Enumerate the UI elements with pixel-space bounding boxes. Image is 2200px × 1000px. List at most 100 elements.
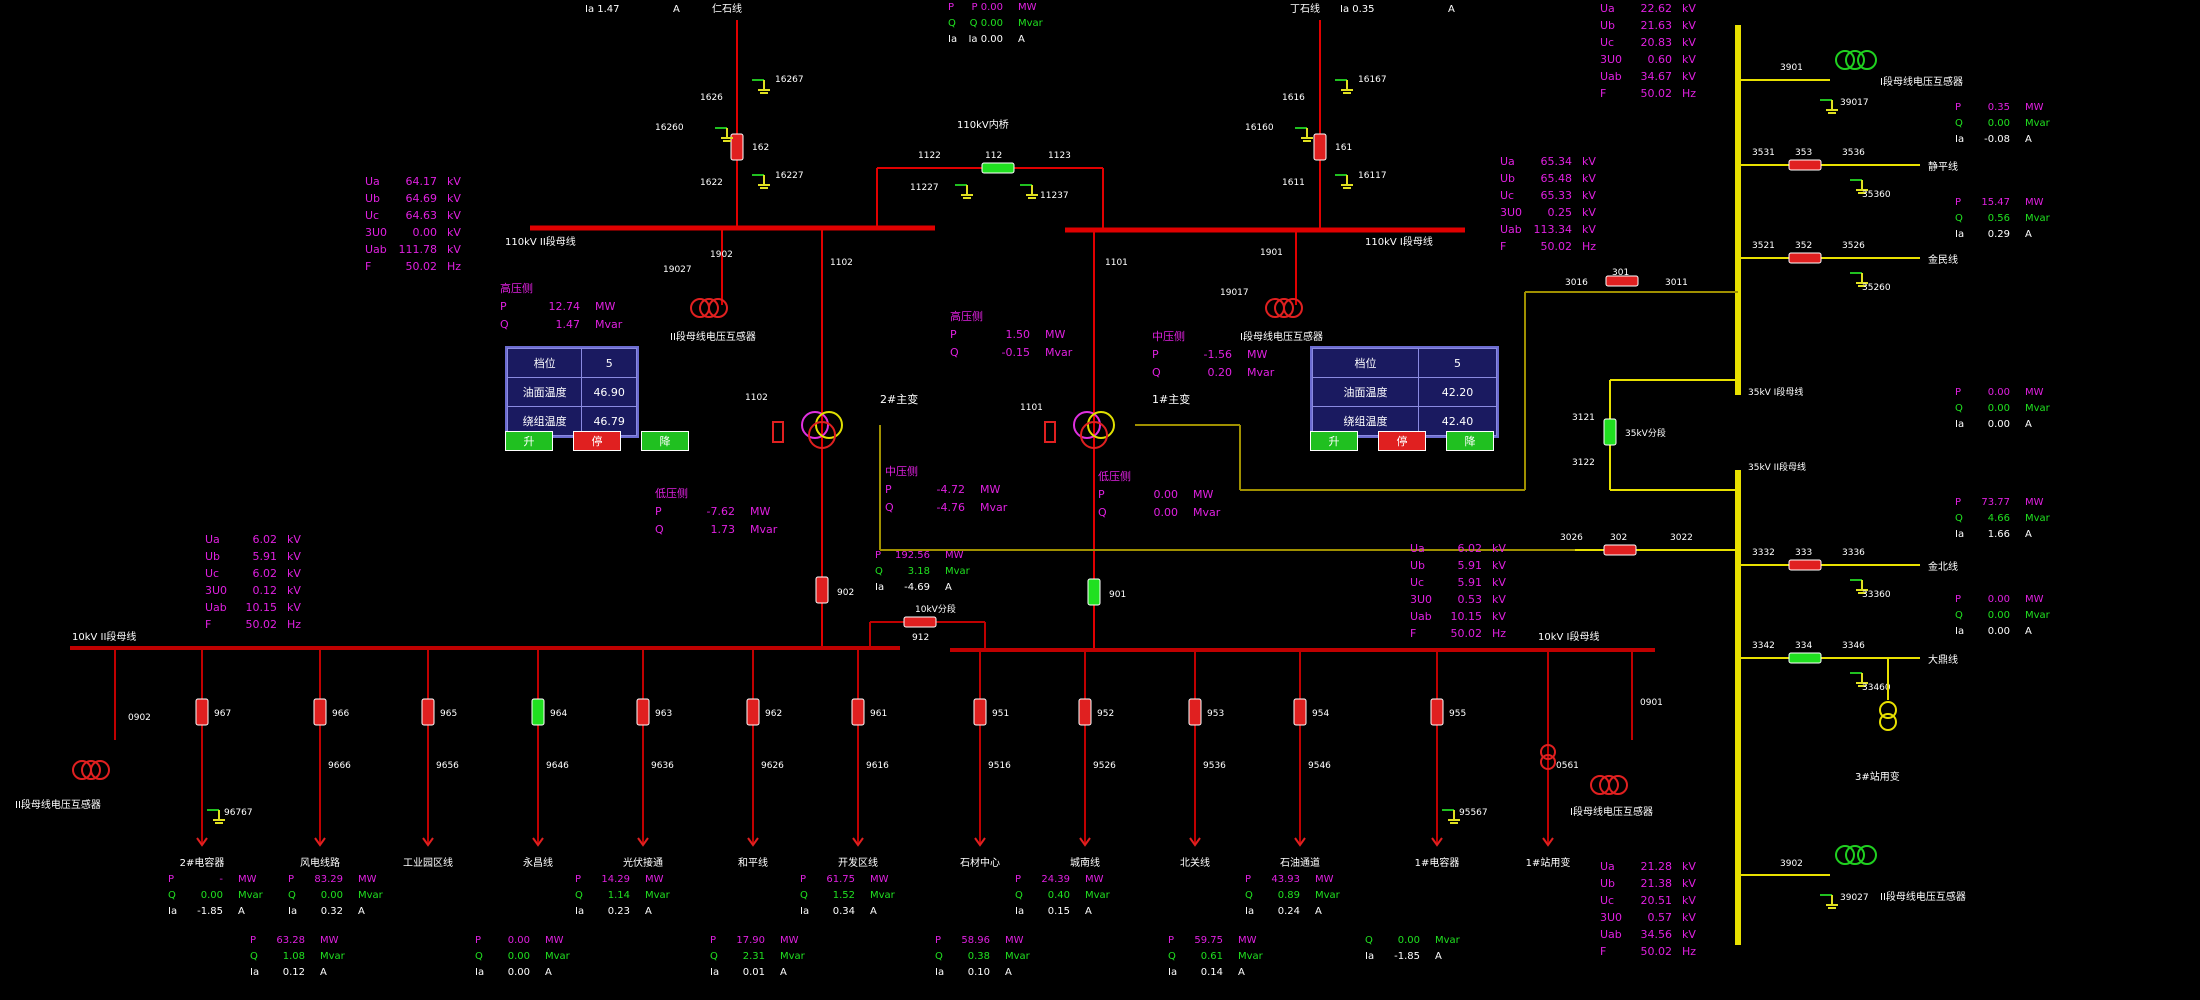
feeder10-name-9: 北关线 [1180, 856, 1210, 869]
feeder10-arrow-icon-12 [1542, 837, 1554, 847]
t1-lower-button[interactable]: 降 [1446, 431, 1494, 451]
bus-35kv-ii-volt-value: 34.56 [1641, 928, 1673, 941]
feeder10-breaker-6[interactable] [851, 698, 865, 726]
t1-lv-q-label: Q [1098, 506, 1107, 519]
feeder35-breaker-3[interactable] [1788, 559, 1822, 571]
breaker-302[interactable] [1603, 544, 1637, 556]
feeder35-meas-1-value: 0.29 [1988, 229, 2010, 240]
feeder10-breaker-9[interactable] [1188, 698, 1202, 726]
t1-hv-q-label: Q [950, 346, 959, 359]
bus-10kv-i-volt-unit: kV [1492, 576, 1506, 589]
gnd-16167 [1341, 80, 1353, 94]
t1-lv-q-unit: Mvar [1193, 506, 1221, 519]
gnd-11237 [1026, 185, 1038, 199]
bus-10kv-ii-volt-unit: kV [287, 601, 301, 614]
t2-lv-q-unit: Mvar [750, 523, 778, 536]
bus-10kv-i-label: 10kV I段母线 [1538, 630, 1599, 643]
feeder10-arrow-icon-7 [974, 837, 986, 847]
feeder10-breaker-5[interactable] [746, 698, 760, 726]
feeder35-meas-0-value: -0.08 [1984, 134, 2010, 145]
incoming-902-meas-label: Ia [875, 582, 884, 593]
bus-10kv-i-volt-value: 5.91 [1458, 576, 1483, 589]
t2-hv-title: 高压侧 [500, 281, 533, 295]
breaker-162[interactable] [730, 133, 744, 161]
breaker-901[interactable] [1087, 578, 1101, 606]
feeder35-sw1-1: 3521 [1752, 241, 1775, 251]
bus-35kv-ii-volt-unit: Hz [1682, 945, 1696, 958]
feeder35-breaker-0[interactable] [1788, 159, 1822, 171]
bus-35kv-i-volt-value: 34.67 [1641, 70, 1673, 83]
bus-35kv-ii-volt-label: Ua [1600, 860, 1615, 873]
pt-10kv-i-name: I段母线电压互感器 [1570, 805, 1653, 818]
breaker-301[interactable] [1605, 275, 1639, 287]
feeder10-meas-row2-3-value: 0.10 [968, 967, 990, 978]
feeder35-meas-1-value: 0.56 [1988, 213, 2010, 224]
feeder35-meas-3-unit: MW [2025, 497, 2044, 508]
feeder10-meas-row1-5-unit: A [1315, 906, 1322, 917]
feeder10-name-2: 工业园区线 [403, 856, 453, 869]
feeder10-meas-row2-5-unit: Mvar [1435, 935, 1461, 946]
feeder10-meas-row2-2-unit: Mvar [780, 951, 806, 962]
feeder10-meas-row1-0-unit: A [238, 906, 245, 917]
feeder35-meas-1-label: Ia [1955, 229, 1964, 240]
breaker-902[interactable] [815, 576, 829, 604]
breaker-161[interactable] [1313, 133, 1327, 161]
feeder35-breaker-4[interactable] [1788, 652, 1822, 664]
feeder10-arrow-icon-8 [1079, 837, 1091, 847]
bus-110kv-i-volt-value: 50.02 [1541, 240, 1573, 253]
feeder10-sw-label-1: 9666 [328, 761, 351, 771]
breaker-912-label: 912 [912, 633, 929, 643]
feeder35-sw2-3: 3336 [1842, 548, 1865, 558]
pt-10kv-i-icon [1608, 775, 1628, 795]
bus-35kv-i-volt-value: 50.02 [1641, 87, 1673, 100]
feeder35-meas-4-unit: A [2025, 626, 2032, 637]
feeder35-meas-0-unit: A [2025, 134, 2032, 145]
feeder10-breaker-label-2: 965 [440, 709, 457, 719]
gnd-16267-label: 16267 [775, 75, 804, 85]
t2-lower-button[interactable]: 降 [641, 431, 689, 451]
feeder10-breaker-10[interactable] [1293, 698, 1307, 726]
feeder10-meas-row2-2-value: 17.90 [736, 935, 765, 946]
t2-gear-label: 档位 [506, 348, 583, 378]
feeder10-breaker-label-10: 954 [1312, 709, 1329, 719]
feeder10-breaker-0[interactable] [195, 698, 209, 726]
feeder10-breaker-8[interactable] [1078, 698, 1092, 726]
breaker-112[interactable] [981, 162, 1015, 174]
bus-35kv-i-volt-unit: kV [1682, 70, 1696, 83]
t1-hv-p-label: P [950, 328, 957, 341]
feeder10-meas-row2-5-value: 0.00 [1398, 935, 1420, 946]
feeder10-meas-row1-2-unit: MW [645, 874, 664, 885]
feeder10-meas-row1-1-label: P [288, 874, 294, 885]
bus-10kv-ii-label: 10kV II段母线 [72, 630, 136, 643]
feeder10-meas-row2-4-value: 59.75 [1194, 935, 1223, 946]
feeder10-breaker-7[interactable] [973, 698, 987, 726]
feeder10-meas-row2-1-value: 0.00 [508, 935, 530, 946]
t1-stop-button[interactable]: 停 [1378, 431, 1426, 451]
feeder35-meas-1-value: 15.47 [1981, 197, 2010, 208]
feeder35-breaker-1[interactable] [1788, 252, 1822, 264]
t1-raise-button[interactable]: 升 [1310, 431, 1358, 451]
feeder35-meas-4-value: 0.00 [1988, 626, 2010, 637]
feeder10-meas-row2-1-unit: A [545, 967, 552, 978]
feeder10-breaker-2[interactable] [421, 698, 435, 726]
feeder10-breaker-11[interactable] [1430, 698, 1444, 726]
feeder10-breaker-label-8: 952 [1097, 709, 1114, 719]
feeder35-sw1-3: 3332 [1752, 548, 1775, 558]
feeder10-breaker-1[interactable] [313, 698, 327, 726]
bus-110kv-ii-volt-label: 3U0 [365, 226, 387, 239]
t2-stop-button[interactable]: 停 [573, 431, 621, 451]
feeder10-breaker-4[interactable] [636, 698, 650, 726]
bus-35kv-ii-volt-value: 21.38 [1641, 877, 1673, 890]
breaker-912[interactable] [903, 616, 937, 628]
feeder10-meas-row1-3-unit: MW [870, 874, 889, 885]
t1-mv-title: 中压侧 [1152, 330, 1185, 343]
bus-10kv-ii-volt-unit: kV [287, 533, 301, 546]
feeder10-meas-row1-4-unit: Mvar [1085, 890, 1111, 901]
feeder10-meas-row2-0-unit: MW [320, 935, 339, 946]
breaker-312[interactable] [1603, 418, 1617, 446]
t2-raise-button[interactable]: 升 [505, 431, 553, 451]
feeder35-meas-2-label: Q [1955, 403, 1963, 414]
feeder10-meas-row1-1-unit: Mvar [358, 890, 384, 901]
feeder10-breaker-3[interactable] [531, 698, 545, 726]
t1-neutral-icon [1044, 421, 1056, 443]
